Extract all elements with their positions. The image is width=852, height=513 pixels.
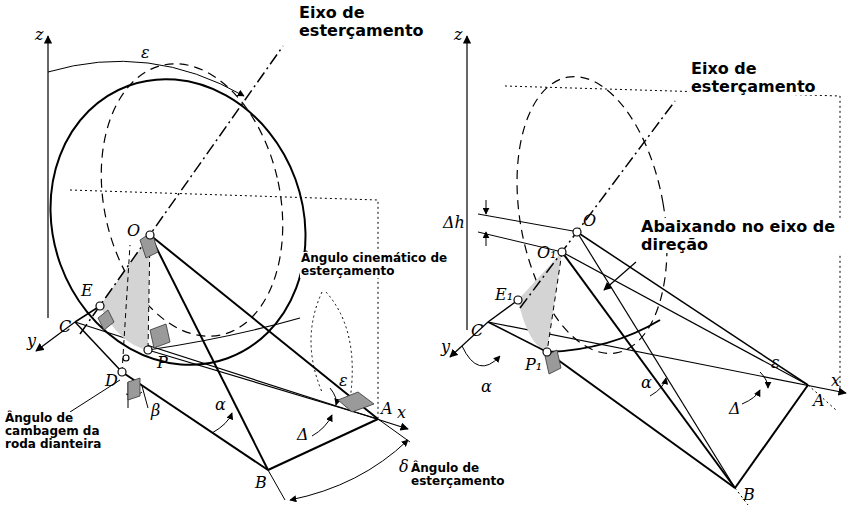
symbol-label: Δ xyxy=(296,426,310,444)
symbol-label: ε xyxy=(338,372,349,390)
axis-title: Abaixando no eixo de direção xyxy=(640,218,842,253)
symbol-label: O xyxy=(582,212,597,230)
right-figure xyxy=(450,36,846,505)
symbol-label: δ xyxy=(398,458,410,476)
symbol-label: B xyxy=(742,486,756,504)
symbol-label: β xyxy=(150,402,161,420)
axis-title: Eixo de esterçamento xyxy=(690,60,832,95)
symbol-label: D xyxy=(104,372,119,390)
axis-title: Eixo de esterçamento xyxy=(298,4,440,39)
annotation: Ângulo de esterçamento xyxy=(410,462,512,488)
symbol-label: C xyxy=(470,322,484,340)
symbol-label: O₁ xyxy=(536,244,558,262)
symbol-label: P₁ xyxy=(524,356,543,374)
symbol-label: α xyxy=(214,396,227,414)
symbol-label: A xyxy=(812,392,826,410)
symbol-label: ε xyxy=(140,44,151,62)
symbol-label: Δh xyxy=(442,214,466,232)
symbol-label: z xyxy=(34,26,44,44)
symbol-label: E₁ xyxy=(494,286,514,304)
symbol-label: ε xyxy=(770,354,781,372)
symbol-label: y xyxy=(26,332,37,350)
symbol-label: O xyxy=(126,222,141,240)
annotation: Ângulo de cambagem da roda dianteira xyxy=(4,412,124,452)
symbol-label: Δ xyxy=(728,400,742,418)
symbol-label: x xyxy=(830,372,841,390)
symbol-label: α xyxy=(480,378,493,396)
annotation: Ângulo cinemático de esterçamento xyxy=(300,252,452,278)
symbol-label: α xyxy=(640,374,653,392)
symbol-label: B xyxy=(254,474,268,492)
symbol-label: A xyxy=(380,400,394,418)
symbol-label: y xyxy=(440,338,451,356)
symbol-label: P xyxy=(156,354,169,372)
symbol-label: z xyxy=(453,26,463,44)
symbol-label: E xyxy=(80,282,94,300)
symbol-label: x xyxy=(396,404,407,422)
symbol-label: C xyxy=(58,318,72,336)
